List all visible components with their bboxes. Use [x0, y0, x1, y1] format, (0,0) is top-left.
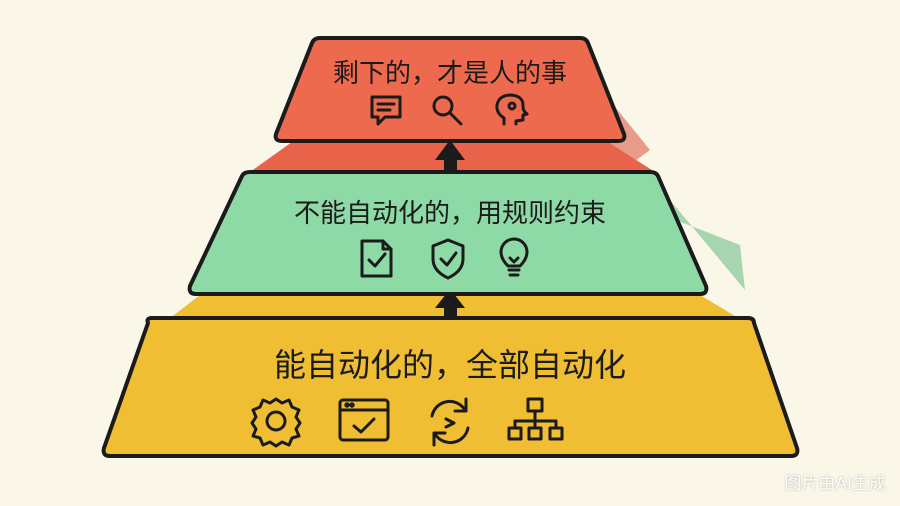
browser-check-icon [338, 398, 390, 442]
magnifier-icon [432, 95, 463, 126]
tier-top-label: 剩下的，才是人的事 [333, 59, 567, 89]
tier-bottom: 能自动化的，全部自动化 [101, 316, 800, 458]
tier-middle-label: 不能自动化的，用规则约束 [294, 199, 606, 229]
lightbulb-icon [499, 237, 529, 277]
ai-generated-watermark: 图片由AI生成 [784, 474, 886, 494]
tier-top-shape [273, 36, 627, 143]
network-hierarchy-icon [507, 397, 564, 441]
tier-bottom-label: 能自动化的，全部自动化 [274, 346, 626, 384]
tier-middle: 不能自动化的，用规则约束 [187, 170, 709, 296]
chat-bubble-icon [370, 95, 402, 126]
human-head-icon [495, 93, 529, 126]
tier-top: 剩下的，才是人的事 [273, 36, 627, 143]
tier-middle-shape [187, 170, 709, 296]
shield-check-icon [431, 238, 465, 280]
tier-bottom-shape [101, 316, 800, 458]
refresh-cycle-icon [430, 397, 470, 447]
gear-icon [250, 397, 302, 448]
checklist-document-icon [360, 239, 393, 278]
